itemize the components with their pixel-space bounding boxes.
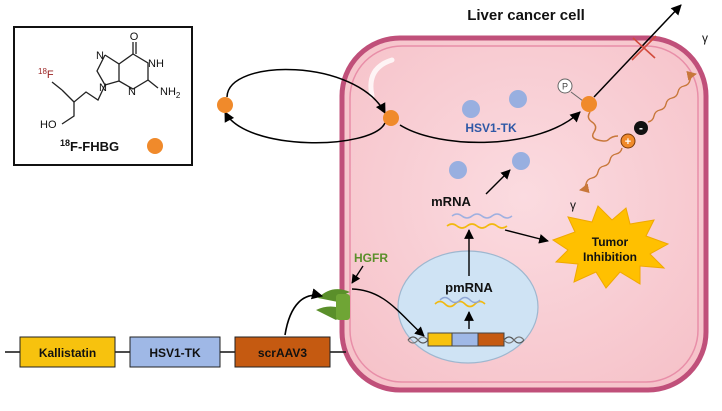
mrna-label: mRNA — [431, 194, 471, 209]
fhbg-fluorine-label: 18F — [38, 67, 54, 81]
enzyme-label: HSV1-TK — [465, 121, 517, 135]
gene-label-hsv1tk: HSV1-TK — [149, 346, 201, 360]
efflux-block-2 — [631, 35, 657, 61]
fhbg-nh-label: NH — [148, 58, 164, 70]
gene-segment-scraav3 — [234, 336, 331, 368]
gene-segment-hsv1tk — [129, 336, 221, 368]
cell-membrane-inner — [349, 45, 699, 383]
tracer-outside — [217, 97, 233, 113]
enzyme-2 — [509, 90, 527, 108]
receptor-label: HGFR — [354, 251, 388, 265]
vector-binding-arrow — [284, 288, 324, 336]
dna-right-helix-2 — [503, 336, 525, 344]
inhibition-arrow — [504, 229, 549, 244]
mrna-strand-blue — [451, 213, 513, 219]
dna-segment-yellow — [427, 332, 453, 347]
enzyme-4 — [512, 152, 530, 170]
pmrna-strand-blue — [439, 296, 481, 304]
enzyme-3 — [449, 161, 467, 179]
vector-entry-arrow — [351, 288, 425, 337]
fhbg-ho-label: HO — [40, 119, 57, 131]
fhbg-o-label: O — [130, 31, 139, 43]
hgfr-receptor — [316, 289, 350, 320]
phosphate-label: P — [562, 82, 568, 92]
cell-highlight — [368, 57, 395, 99]
dna-left-helix-2 — [407, 336, 429, 344]
tumor-inhibition-star — [551, 205, 670, 289]
translation-arrow — [485, 169, 511, 195]
fhbg-n-label-3: N — [128, 86, 136, 98]
phosphate-bond — [570, 91, 584, 102]
tumor-label-line2: Inhibition — [583, 250, 637, 264]
gamma-label-lower: γ — [570, 198, 576, 212]
positron-path — [587, 111, 619, 142]
fhbg-n-label-2: N — [99, 82, 107, 94]
pmrna-strand-yellow — [434, 300, 486, 308]
tracer-membrane — [383, 110, 399, 126]
pmrna-label: pmRNA — [445, 280, 493, 295]
cell-title: Liver cancer cell — [467, 7, 585, 24]
tracer-name: 18F-FHBG — [60, 138, 119, 154]
fhbg-nh2-label: NH2 — [160, 86, 181, 100]
gamma-ray-upper — [647, 70, 697, 123]
positron-label: + — [625, 136, 631, 148]
positron — [620, 133, 636, 149]
phosphate-badge — [557, 78, 573, 94]
fhbg-n-label-1: N — [96, 50, 104, 62]
gene-label-scraav3: scrAAV3 — [258, 346, 307, 360]
tracer-trapped — [581, 96, 597, 112]
gene-segment-kallistatin — [19, 336, 116, 368]
tracer-loop-bottom — [224, 111, 386, 144]
electron-label: - — [639, 121, 643, 135]
gamma-label-upper: γ — [702, 31, 708, 45]
efflux-arrow — [593, 4, 682, 98]
gene-label-kallistatin: Kallistatin — [39, 346, 96, 360]
dna-segment-brown — [477, 332, 505, 347]
receptor-arrow — [351, 265, 364, 284]
electron — [634, 121, 648, 135]
tracer-uptake-arrow — [399, 111, 581, 144]
gamma-ray-lower — [579, 147, 623, 194]
mrna-strand-yellow — [446, 223, 508, 229]
enzyme-1 — [462, 100, 480, 118]
tracer-loop-top — [226, 68, 386, 114]
dna-segment-blue — [451, 332, 479, 347]
tracer-legend-dot — [147, 138, 163, 154]
tracer-structure-box — [13, 26, 193, 166]
fhbg-structure — [51, 42, 159, 125]
tumor-label-line1: Tumor — [592, 235, 629, 249]
